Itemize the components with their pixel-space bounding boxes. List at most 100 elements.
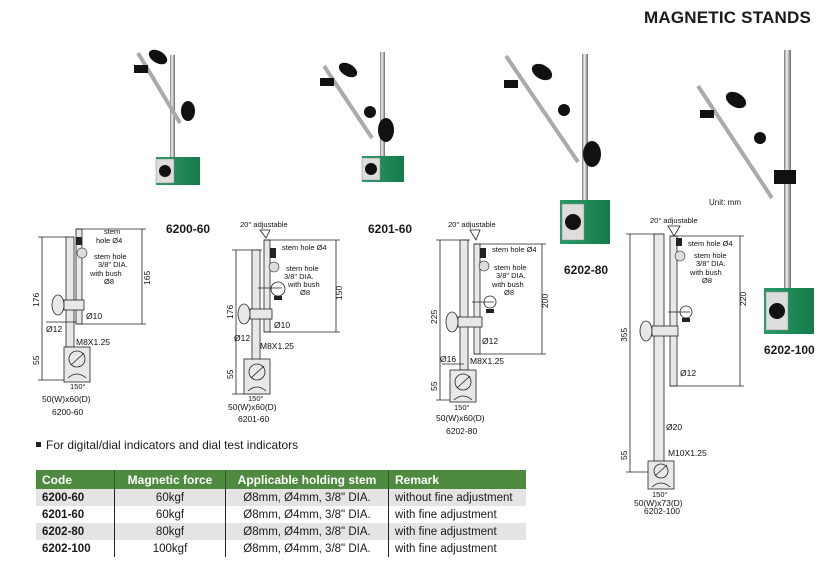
label-base-size: 50(W)x60(D) [42,394,91,404]
table-row: 6202-80 80kgf Ø8mm, Ø4mm, 3/8" DIA. with… [36,523,526,540]
table-row: 6200-60 60kgf Ø8mm, Ø4mm, 3/8" DIA. with… [36,489,526,506]
model-label-6202-80: 6202-80 [564,263,609,277]
label-stem-hole-large-l2: 3/8" DIA. [496,271,526,280]
cell-remark: without fine adjustment [388,489,526,506]
cell-stem: Ø8mm, Ø4mm, 3/8" DIA. [225,523,389,540]
label-stem-hole-small: stem hole Ø4 [688,239,733,248]
label-bush-l1: with bush [89,269,122,278]
label-stem-hole-large-l2: 3/8" DIA. [98,260,128,269]
drawing-caption: 6201-60 [238,414,269,424]
cell-code: 6201-60 [36,506,115,523]
label-stem-hole-small: stem hole Ø4 [492,245,537,254]
cell-stem: Ø8mm, Ø4mm, 3/8" DIA. [225,489,389,506]
product-photo-6200-60 [134,49,200,185]
label-thread: M8X1.25 [470,356,504,366]
label-bush-l2: Ø8 [104,277,114,286]
cell-remark: with fine adjustment [388,506,526,523]
product-photo-6201-60 [320,52,404,182]
label-base-size: 50(W)x60(D) [436,413,485,423]
label-stem-hole-large-l2: 3/8" DIA. [284,272,314,281]
label-bush-l2: Ø8 [702,276,712,285]
label-rod-dia: Ø12 [46,324,62,334]
label-angle: 150° [454,403,470,412]
drawing-caption: 6200-60 [52,407,83,417]
page-title: MAGNETIC STANDS [644,8,812,27]
label-stem-hole-small: stem hole Ø4 [282,243,327,252]
label-thread: M8X1.25 [76,337,110,347]
dim-total-height: 176 [225,305,235,319]
label-bush-l1: with bush [491,280,524,289]
product-photo-6202-80 [504,54,610,244]
drawing-6202-80: 20° adjustable 225 200 55 stem hole Ø4 s… [429,220,550,436]
cell-stem: Ø8mm, Ø4mm, 3/8" DIA. [225,506,389,523]
dim-total-height: 355 [619,328,629,342]
label-bush-l1: with bush [689,268,722,277]
label-arm-dia: Ø10 [274,320,290,330]
spec-table: Code Magnetic force Applicable holding s… [36,470,526,557]
cell-force: 80kgf [114,523,226,540]
model-label-6200-60: 6200-60 [166,222,211,236]
label-rod-dia: Ø20 [666,422,682,432]
label-rod-dia: Ø12 [234,333,250,343]
dim-arm-height: 165 [142,271,152,285]
table-header-row: Code Magnetic force Applicable holding s… [36,470,526,489]
label-bush-l2: Ø8 [504,288,514,297]
label-stem-hole-large-l1: stem hole [494,263,527,272]
cell-code: 6202-100 [36,540,115,557]
label-rod-dia: Ø16 [440,354,456,364]
dim-arm-height: 200 [540,294,550,308]
label-adjust: 20° adjustable [448,220,496,229]
label-stem-hole-large-l1: stem hole [94,252,127,261]
dim-base-height: 55 [429,381,439,391]
header-holding-stem: Applicable holding stem [225,470,389,489]
cell-force: 100kgf [114,540,226,557]
label-stem-hole-large-l1: stem hole [286,264,319,273]
drawing-caption: 6202-80 [446,426,477,436]
cell-code: 6202-80 [36,523,115,540]
table-row: 6201-60 60kgf Ø8mm, Ø4mm, 3/8" DIA. with… [36,506,526,523]
drawing-6201-60: 20° adjustable 176 150 55 stem hole Ø4 s… [225,220,344,424]
label-arm-dia: Ø12 [482,336,498,346]
drawing-caption: 6202-100 [644,506,680,514]
cell-remark: with fine adjustment [388,523,526,540]
label-angle: 150° [652,490,668,499]
label-angle: 150° [70,382,86,391]
header-magnetic-force: Magnetic force [114,470,226,489]
dim-total-height: 225 [429,310,439,324]
dim-total-height: 176 [31,293,41,307]
label-adjust: 20° adjustable [240,220,288,229]
drawing-6202-100: 20° adjustable 355 220 55 stem hole Ø4 s… [619,216,748,514]
label-base-size: 50(W)x60(D) [228,402,277,412]
label-stem-hole-small-l2: hole Ø4 [96,236,122,245]
dim-arm-height: 220 [738,292,748,306]
label-arm-dia: Ø12 [680,368,696,378]
label-thread: M10X1.25 [668,448,707,458]
unit-label: Unit: mm [709,198,741,207]
header-remark: Remark [388,470,526,489]
cell-force: 60kgf [114,489,226,506]
cell-code: 6200-60 [36,489,115,506]
label-stem-hole-large-l1: stem hole [694,251,727,260]
label-base-size: 50(W)x73(D) [634,498,683,508]
dim-arm-height: 150 [334,286,344,300]
model-label-6202-100: 6202-100 [764,343,815,357]
usage-note-text: For digital/dial indicators and dial tes… [46,438,299,452]
label-thread: M8X1.25 [260,341,294,351]
model-label-6201-60: 6201-60 [368,222,413,236]
cell-force: 60kgf [114,506,226,523]
label-arm-dia: Ø10 [86,311,102,321]
label-bush-l1: with bush [287,280,320,289]
dim-base-height: 55 [619,450,629,460]
header-code: Code [36,470,115,489]
label-stem-hole-small-l1: stem [104,227,120,236]
label-stem-hole-large-l2: 3/8" DIA. [696,259,726,268]
table-row: 6202-100 100kgf Ø8mm, Ø4mm, 3/8" DIA. wi… [36,540,526,557]
dim-base-height: 55 [225,369,235,379]
dim-base-height: 55 [31,355,41,365]
cell-remark: with fine adjustment [388,540,526,557]
label-angle: 150° [248,394,264,403]
cell-stem: Ø8mm, Ø4mm, 3/8" DIA. [225,540,389,557]
product-photo-6202-100 [696,50,814,334]
usage-note: For digital/dial indicators and dial tes… [36,438,298,452]
label-adjust: 20° adjustable [650,216,698,225]
